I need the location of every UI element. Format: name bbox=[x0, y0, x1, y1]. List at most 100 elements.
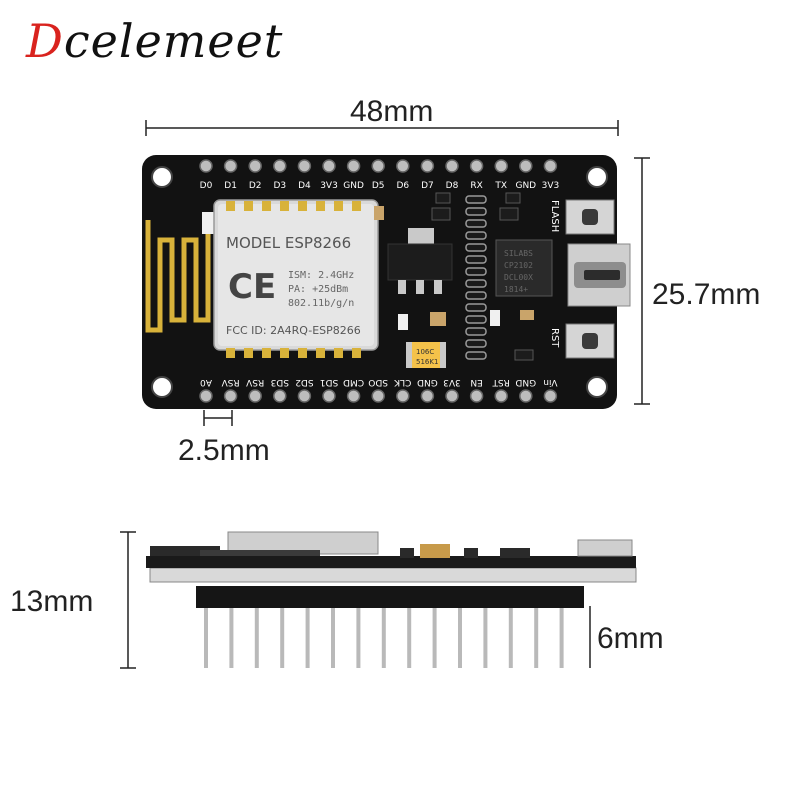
height-dimension-label: 25.7mm bbox=[652, 278, 761, 311]
bottom-pin-label: 3V3 bbox=[443, 377, 461, 387]
top-header-pin bbox=[494, 159, 508, 173]
top-header-pin bbox=[273, 159, 287, 173]
top-pin-label: D1 bbox=[224, 181, 237, 191]
side-pin bbox=[483, 604, 488, 668]
bottom-header-pin bbox=[297, 389, 312, 403]
module-spec-line-3: 802.11b/g/n bbox=[288, 298, 354, 309]
module-spec-line-2: PA: +25dBm bbox=[288, 284, 348, 295]
chip-line-2: CP2102 bbox=[504, 261, 533, 270]
bottom-header-pin bbox=[519, 389, 533, 403]
bottom-header-pin bbox=[273, 389, 287, 403]
top-header-pin bbox=[199, 159, 213, 173]
top-header-pin bbox=[445, 159, 459, 173]
via-pad-column bbox=[465, 195, 487, 360]
side-pin bbox=[559, 604, 564, 668]
top-header-pin bbox=[420, 159, 435, 173]
via-pad bbox=[465, 279, 487, 288]
top-pin-label: GND bbox=[343, 181, 364, 191]
top-header-pin bbox=[322, 159, 336, 173]
top-pin-label: D5 bbox=[372, 181, 385, 191]
top-pin-label: D6 bbox=[396, 181, 409, 191]
side-pin bbox=[331, 604, 335, 668]
top-header-pin bbox=[371, 159, 385, 173]
side-pin bbox=[407, 604, 412, 668]
bottom-header-pin bbox=[543, 389, 558, 403]
side-pin bbox=[280, 604, 285, 668]
side-pin bbox=[381, 604, 386, 668]
top-header-pin bbox=[346, 159, 361, 173]
side-pin bbox=[534, 604, 539, 668]
dimension-lines bbox=[120, 120, 650, 669]
pin-length-dimension-label: 6mm bbox=[597, 622, 664, 655]
nodemcu-board-side-view bbox=[146, 531, 637, 668]
chip-line-4: 1814+ bbox=[504, 285, 528, 294]
module-pad bbox=[316, 201, 325, 211]
module-pad bbox=[280, 348, 289, 358]
module-pad bbox=[298, 348, 307, 358]
side-pin bbox=[254, 604, 259, 668]
chip-line-3: DCL00X bbox=[504, 273, 533, 282]
reset-button bbox=[565, 323, 615, 359]
top-header-pin bbox=[469, 159, 484, 173]
side-pin bbox=[229, 604, 234, 668]
mounting-holes bbox=[151, 166, 608, 398]
pin-pitch-dimension-label: 2.5mm bbox=[178, 434, 270, 467]
bottom-header-pin bbox=[396, 389, 410, 403]
side-pin bbox=[432, 604, 437, 668]
top-pin-label: 3V3 bbox=[320, 181, 338, 191]
top-pin-label: D8 bbox=[446, 181, 459, 191]
top-header-pin bbox=[519, 159, 533, 173]
top-pin-label: D3 bbox=[273, 181, 286, 191]
module-pad bbox=[352, 201, 361, 211]
via-pad bbox=[465, 291, 487, 300]
via-pad bbox=[465, 195, 487, 204]
top-pin-label: RX bbox=[470, 181, 482, 191]
top-header-pin bbox=[223, 159, 238, 173]
via-pad bbox=[465, 351, 487, 360]
side-pin bbox=[508, 604, 513, 668]
bottom-pin-label: GND bbox=[417, 377, 438, 387]
total-height-dimension-label: 13mm bbox=[10, 585, 94, 618]
top-pin-label: D2 bbox=[249, 181, 262, 191]
flash-button bbox=[565, 199, 615, 235]
top-pin-label: D0 bbox=[200, 181, 213, 191]
module-pad bbox=[262, 201, 271, 211]
module-pad bbox=[262, 348, 271, 358]
module-pad bbox=[316, 348, 325, 358]
side-view-pins bbox=[204, 604, 564, 668]
top-header-pin bbox=[396, 159, 410, 173]
bottom-pin-label: RSV bbox=[245, 377, 264, 387]
flash-button-label: FLASH bbox=[549, 200, 560, 232]
via-pad bbox=[465, 339, 487, 348]
bottom-pin-label: CMD bbox=[343, 377, 364, 387]
top-pin-label: GND bbox=[515, 181, 536, 191]
top-header-pin bbox=[543, 159, 558, 173]
bottom-pin-label: SD2 bbox=[295, 377, 313, 387]
usb-uart-chip: SILABS CP2102 DCL00X 1814+ bbox=[495, 239, 553, 297]
via-pad bbox=[465, 315, 487, 324]
chip-line-1: SILABS bbox=[504, 249, 533, 258]
bottom-header-pin bbox=[199, 389, 213, 403]
module-model-text: MODEL ESP8266 bbox=[226, 234, 351, 252]
voltage-regulator bbox=[387, 228, 453, 294]
bottom-header-pin bbox=[469, 389, 484, 403]
module-spec-line-1: ISM: 2.4GHz bbox=[288, 270, 354, 281]
width-dimension-label: 48mm bbox=[350, 95, 434, 128]
esp8266-module: MODEL ESP8266 CE ISM: 2.4GHz PA: +25dBm … bbox=[213, 199, 379, 351]
bottom-pin-label: SD3 bbox=[271, 377, 289, 387]
via-pad bbox=[465, 243, 487, 252]
pcb-antenna bbox=[145, 220, 211, 333]
via-pad bbox=[465, 327, 487, 336]
via-pad bbox=[465, 231, 487, 240]
micro-usb-connector bbox=[567, 243, 631, 307]
tantalum-capacitor: 106C 516K1 bbox=[406, 342, 446, 368]
via-pad bbox=[465, 255, 487, 264]
via-pad bbox=[465, 303, 487, 312]
passive-components bbox=[398, 192, 534, 361]
top-pin-label: 3V3 bbox=[542, 181, 560, 191]
top-pin-label: D7 bbox=[421, 181, 434, 191]
top-header-pin bbox=[297, 159, 312, 173]
